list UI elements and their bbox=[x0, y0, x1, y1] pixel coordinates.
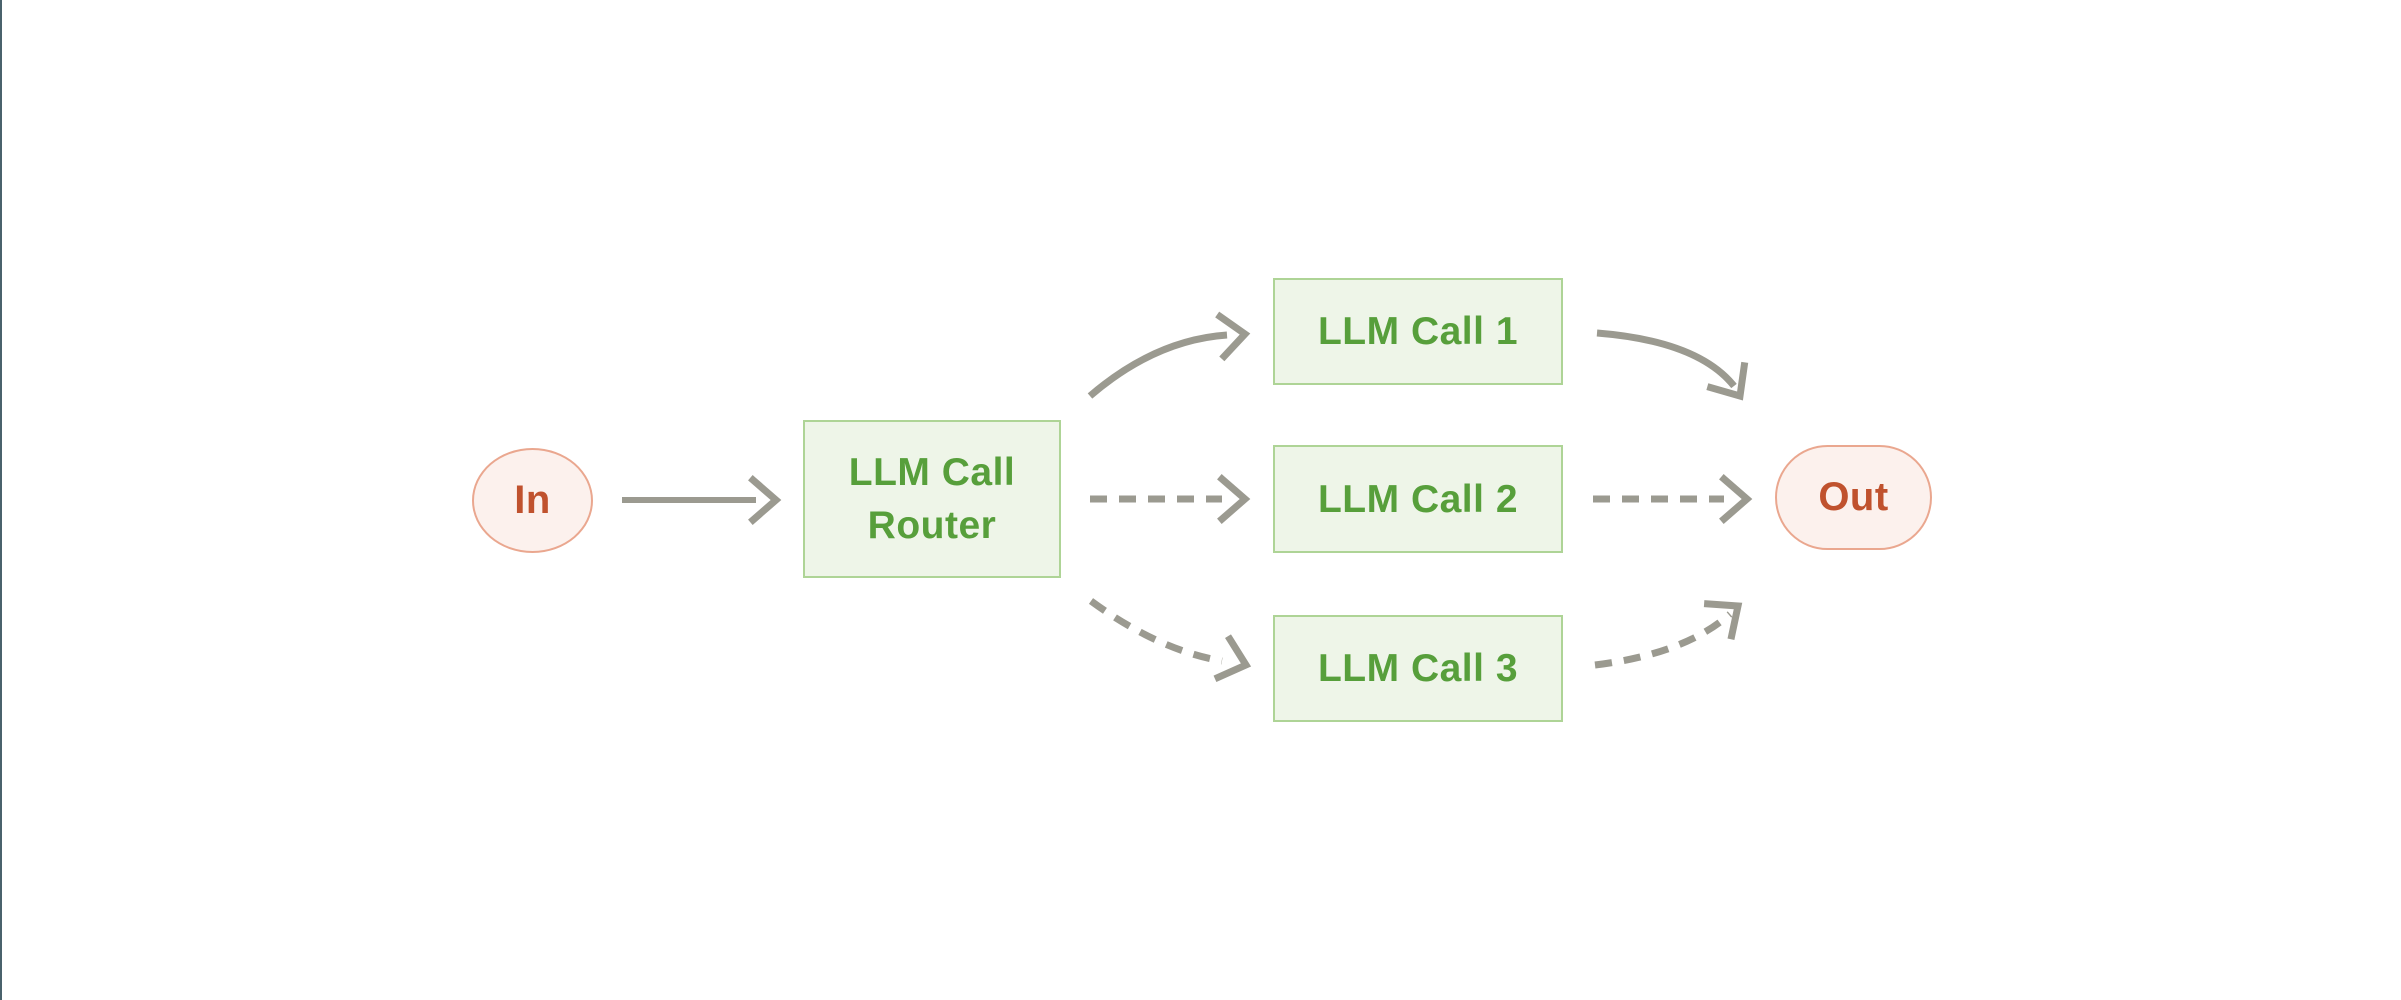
node-in-label: In bbox=[514, 478, 551, 522]
arrowhead-right-icon bbox=[1719, 474, 1753, 524]
edge-router-call2 bbox=[1090, 474, 1251, 524]
node-out-label: Out bbox=[1818, 475, 1889, 519]
arrowhead-right-icon bbox=[1706, 361, 1749, 401]
edge-router-call1 bbox=[1087, 311, 1251, 399]
arrowhead-right-icon bbox=[1213, 634, 1252, 683]
edge-call1-out bbox=[1596, 329, 1749, 401]
arrowhead-right-icon bbox=[748, 475, 782, 525]
node-llm-call-3: LLM Call 3 bbox=[1273, 615, 1563, 722]
edge-call2-out bbox=[1593, 474, 1753, 524]
arrowhead-right-icon bbox=[1703, 600, 1743, 640]
node-llm-call-2-label: LLM Call 2 bbox=[1317, 477, 1519, 521]
node-llm-call-2: LLM Call 2 bbox=[1273, 445, 1563, 553]
edge-in-router bbox=[622, 475, 782, 525]
node-llm-call-3-label: LLM Call 3 bbox=[1317, 647, 1519, 690]
node-in: In bbox=[472, 448, 593, 553]
page-edge-line bbox=[0, 0, 2, 1000]
arrowhead-right-icon bbox=[1217, 474, 1251, 524]
node-out: Out bbox=[1775, 445, 1932, 550]
node-llm-call-router: LLM Call Router bbox=[803, 420, 1061, 578]
edge-router-call3 bbox=[1088, 598, 1252, 683]
node-llm-call-1-label: LLM Call 1 bbox=[1317, 310, 1519, 353]
node-llm-call-router-label: LLM Call Router bbox=[848, 451, 1016, 547]
arrowhead-right-icon bbox=[1215, 311, 1251, 362]
node-llm-call-1: LLM Call 1 bbox=[1273, 278, 1563, 385]
edge-call3-out bbox=[1594, 600, 1743, 669]
